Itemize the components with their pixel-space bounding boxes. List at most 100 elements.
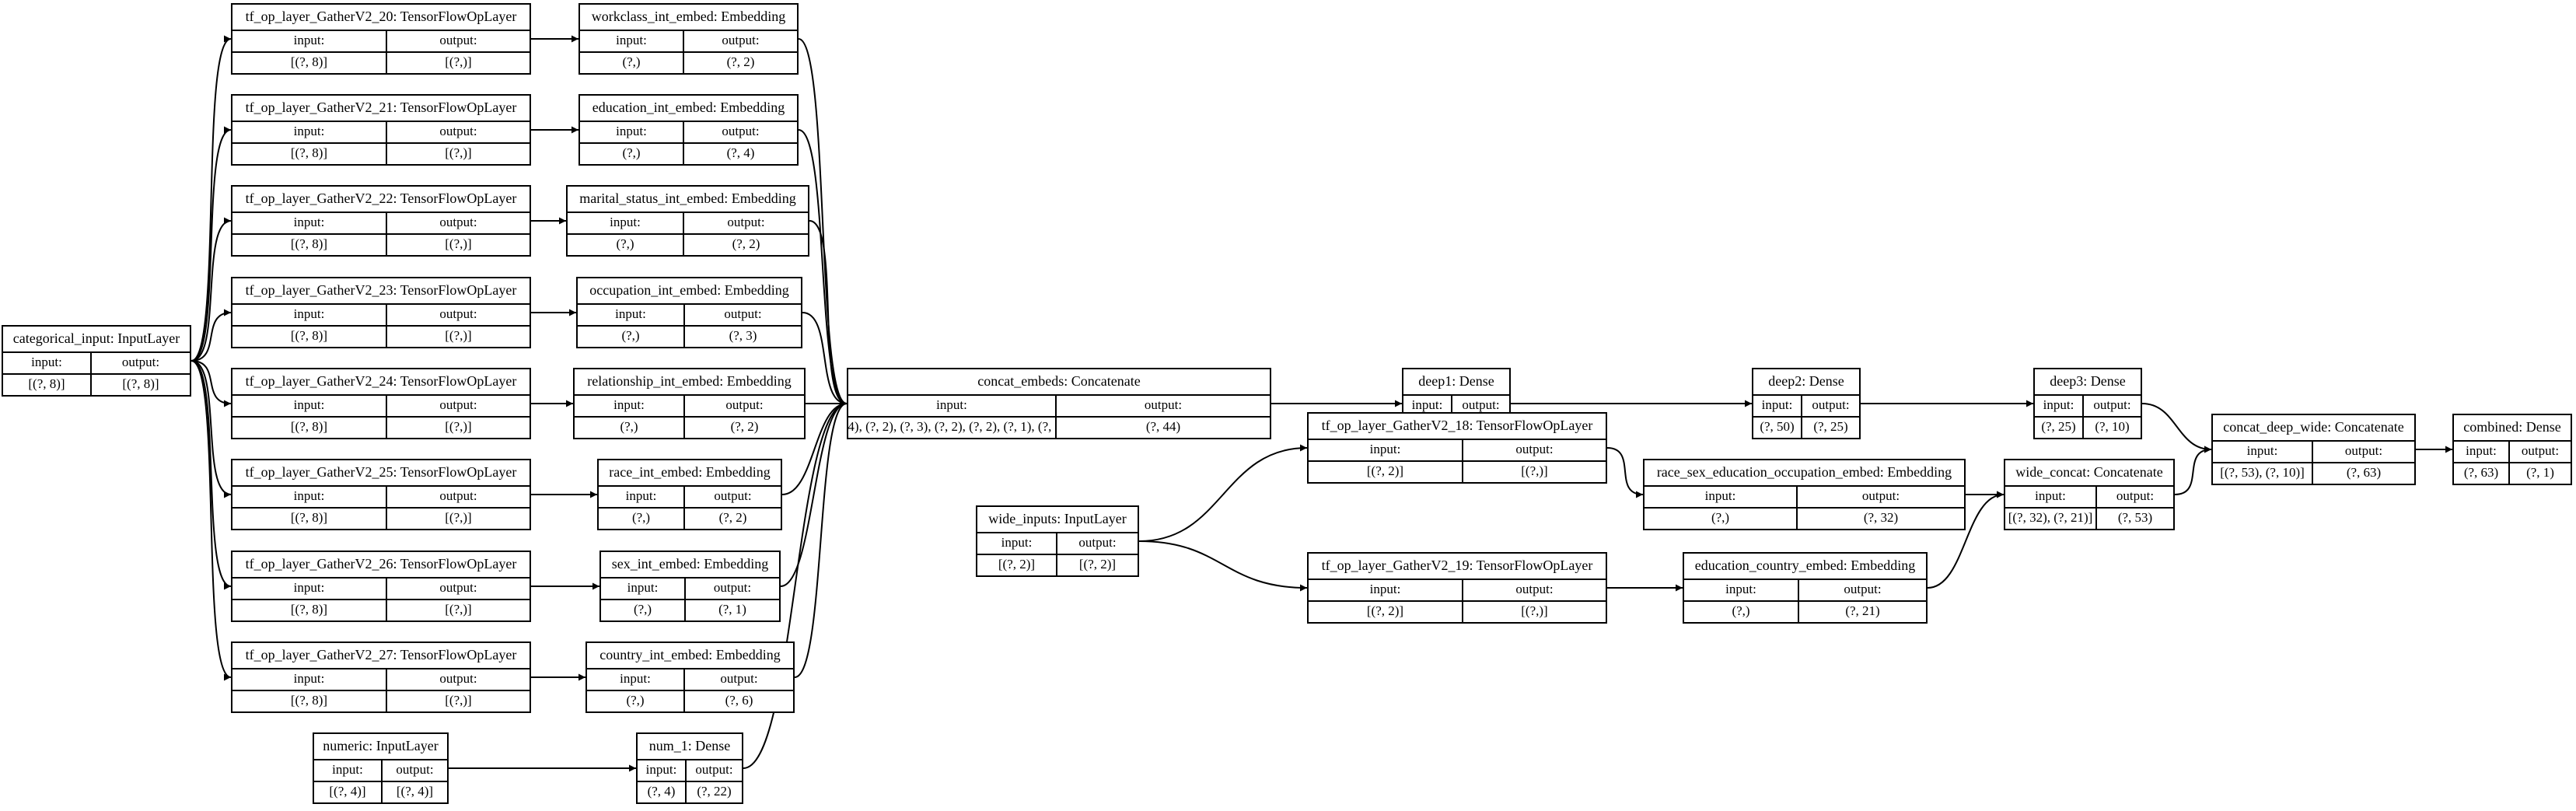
- input-label: input:: [293, 670, 325, 686]
- output-shape: [(?,)]: [386, 232, 530, 255]
- output-shape: [(?,)]: [386, 598, 530, 620]
- input-shape: (?, 63): [2463, 464, 2499, 480]
- input-label: input:: [1411, 397, 1443, 412]
- output-shape: (?, 2): [683, 51, 797, 73]
- node-title: concat_embeds: Concatenate: [848, 369, 1270, 396]
- input-label: input:: [2043, 397, 2074, 412]
- input-label: input:: [293, 32, 325, 47]
- edge-marital-to-concat-embeds: [809, 220, 848, 407]
- input-shape: (?, 4): [647, 783, 676, 799]
- output-shape: [(?,)]: [386, 415, 530, 438]
- node-title: categorical_input: InputLayer: [3, 327, 190, 353]
- output-label: output:: [683, 393, 804, 416]
- input-label: input:: [627, 579, 659, 595]
- output-shape: (?, 25): [1801, 415, 1859, 438]
- output-label: output:: [2508, 439, 2571, 462]
- output-shape: (?, 3): [683, 324, 801, 347]
- edge-sex-to-concat-embeds: [780, 400, 848, 587]
- input-shape: (?, 25): [2041, 418, 2076, 434]
- input-label: input:: [293, 306, 325, 321]
- node-title: deep3: Dense: [2035, 369, 2141, 396]
- output-shape: (?, 2): [683, 415, 804, 438]
- edge-country-to-concat-embeds: [794, 400, 848, 678]
- output-label: output:: [1462, 578, 1606, 600]
- input-shape: (?,): [621, 327, 640, 343]
- input-label: input:: [645, 761, 677, 777]
- input-label: input:: [293, 123, 325, 138]
- output-label: output:: [381, 758, 447, 781]
- output-shape: (?, 1): [684, 598, 779, 620]
- input-label: input:: [31, 354, 62, 369]
- input-shape: (?,): [620, 418, 638, 434]
- output-shape: (?, 53): [2095, 506, 2173, 529]
- input-label: input:: [1369, 441, 1401, 456]
- input-label: input:: [615, 306, 646, 321]
- output-label: output:: [1798, 578, 1926, 600]
- input-shape: [(?, 8)]: [290, 54, 328, 69]
- output-label: output:: [386, 576, 530, 599]
- edge-edu-country-to-wide-concat: [1927, 491, 2005, 589]
- output-shape: [(?, 8)]: [90, 372, 190, 395]
- edge-categorical-input-to-gather23: [190, 309, 232, 362]
- output-label: output:: [386, 667, 530, 690]
- edge-wide-inputs-to-gather19: [1138, 540, 1308, 592]
- input-shape: (?,): [633, 601, 652, 617]
- input-label: input:: [293, 397, 325, 412]
- output-shape: [(?,)]: [386, 324, 530, 347]
- output-label: output:: [683, 302, 801, 325]
- edge-wide-concat-to-concat-deep-wide: [2174, 446, 2212, 495]
- output-label: output:: [683, 667, 793, 690]
- input-label: input:: [936, 397, 967, 412]
- input-shape: [(?, 8)]: [290, 509, 328, 525]
- edge-num1-to-concat-embeds: [743, 400, 848, 769]
- input-label: input:: [332, 761, 363, 777]
- output-shape: [(?,)]: [1462, 460, 1606, 482]
- output-label: output:: [1801, 393, 1859, 416]
- node-title: deep2: Dense: [1753, 369, 1859, 396]
- input-shape: [(?, 53), (?, 10)]: [2220, 464, 2305, 480]
- node-title: tf_op_layer_GatherV2_25: TensorFlowOpLay…: [232, 460, 530, 487]
- node-title: workclass_int_embed: Embedding: [580, 5, 797, 31]
- node-title: tf_op_layer_GatherV2_21: TensorFlowOpLay…: [232, 96, 530, 122]
- node-title: race_int_embed: Embedding: [599, 460, 781, 487]
- input-label: input:: [293, 214, 325, 229]
- output-label: output:: [684, 576, 779, 599]
- node-title: numeric: InputLayer: [314, 734, 447, 760]
- input-shape: [(?, 8)]: [290, 692, 328, 708]
- output-shape: (?, 2): [683, 232, 808, 255]
- output-label: output:: [2312, 439, 2414, 462]
- input-shape: (?,): [1732, 603, 1750, 618]
- input-shape: [(?, 32), (?, 21)]: [2008, 509, 2093, 525]
- output-label: output:: [685, 758, 742, 781]
- input-shape: (?,): [616, 236, 634, 251]
- output-shape: [(?,)]: [386, 689, 530, 711]
- input-label: input:: [1369, 581, 1401, 596]
- output-label: output:: [386, 484, 530, 507]
- edge-deep3-to-concat-deep-wide: [2141, 403, 2212, 453]
- input-shape: [(?, 8)]: [28, 376, 65, 391]
- output-shape: (?, 44): [1055, 415, 1270, 438]
- input-shape: [(?, 8)]: [290, 145, 328, 160]
- node-title: tf_op_layer_GatherV2_27: TensorFlowOpLay…: [232, 643, 530, 669]
- output-label: output:: [386, 393, 530, 416]
- input-shape: (?,): [622, 145, 641, 160]
- input-label: input:: [613, 397, 645, 412]
- input-shape: [(?, 2)]: [998, 556, 1036, 572]
- node-gather25: tf_op_layer_GatherV2_25: TensorFlowOpLay…: [231, 459, 531, 530]
- input-shape: [(?, 2)]: [1366, 603, 1404, 618]
- output-shape: (?, 63): [2312, 461, 2414, 484]
- output-label: output:: [386, 302, 530, 325]
- node-title: education_int_embed: Embedding: [580, 96, 797, 122]
- edge-occupation-to-concat-embeds: [802, 312, 848, 407]
